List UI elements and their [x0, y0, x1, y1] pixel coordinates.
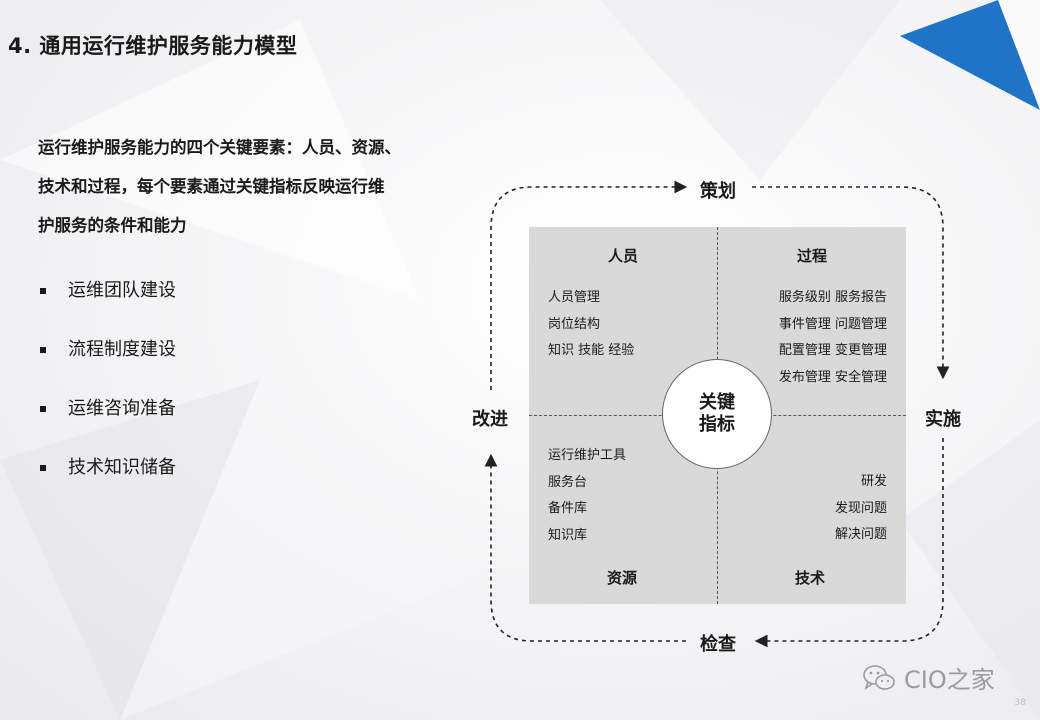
bullet-item: 技术知识储备: [38, 451, 176, 510]
intro-text: 运行维护服务能力的四个关键要素：人员、资源、 技术和过程，每个要素通过关键指标反…: [38, 128, 468, 245]
bullet-item: 流程制度建设: [38, 333, 176, 392]
quadrant-technology-title: 技术: [795, 569, 826, 587]
phase-improve-label: 改进: [472, 409, 508, 430]
bullet-item: 运维咨询准备: [38, 392, 176, 451]
center-label-line: 关键: [699, 392, 735, 413]
list-item: 服务级别 服务报告: [778, 290, 887, 305]
quadrant-process-items: 服务级别 服务报告 事件管理 问题管理 配置管理 变更管理 发布管理 安全管理: [779, 285, 887, 391]
phase-check-label: 检查: [700, 634, 736, 655]
list-item: 发现问题: [834, 500, 887, 516]
key-indicators-circle: 关键 指标: [662, 359, 772, 469]
bullet-list: 运维团队建设 流程制度建设 运维咨询准备 技术知识储备: [38, 274, 176, 510]
list-item: 知识库: [548, 527, 588, 543]
center-label-line: 指标: [699, 414, 735, 435]
list-item: 事件管理 问题管理: [778, 316, 887, 332]
quadrant-process-title: 过程: [797, 247, 828, 265]
square-bullet-icon: [40, 406, 46, 412]
list-item: 服务台: [548, 474, 588, 490]
quadrant-resources-title: 资源: [607, 569, 638, 587]
intro-line: 护服务的条件和能力: [38, 216, 187, 235]
list-item: 解决问题: [834, 527, 887, 542]
list-item: 人员管理: [548, 290, 601, 305]
arrow-do-to-check: [754, 438, 944, 648]
square-bullet-icon: [40, 347, 46, 353]
list-item: 知识 技能 经验: [548, 343, 635, 358]
list-item: 岗位结构: [548, 316, 601, 332]
list-item: 备件库: [548, 501, 588, 516]
arrow-improve-to-plan: [490, 180, 688, 390]
watermark: CIO之家: [862, 660, 995, 695]
phase-plan-label: 策划: [700, 181, 736, 202]
watermark-text: CIO之家: [904, 666, 995, 694]
square-bullet-icon: [40, 288, 46, 294]
quadrant-technology-items: 研发 发现问题 解决问题: [835, 469, 887, 549]
corner-triangle-decoration: [900, 0, 1040, 110]
square-bullet-icon: [40, 465, 46, 471]
intro-line: 技术和过程，每个要素通过关键指标反映运行维: [38, 177, 385, 196]
quadrant-people-title: 人员: [608, 247, 639, 265]
quadrant-resources-items: 运行维护工具 服务台 备件库 知识库: [548, 443, 626, 549]
wechat-icon: [863, 664, 895, 690]
list-item: 配置管理 变更管理: [778, 343, 887, 358]
page-title: 4. 通用运行维护服务能力模型: [8, 34, 298, 58]
intro-line: 运行维护服务能力的四个关键要素：人员、资源、: [38, 138, 401, 157]
quadrant-people-items: 人员管理 岗位结构 知识 技能 经验: [548, 285, 634, 365]
bullet-item: 运维团队建设: [38, 274, 176, 333]
page-number: 38: [1014, 698, 1026, 708]
list-item: 发布管理 安全管理: [778, 369, 887, 385]
list-item: 研发: [860, 474, 887, 489]
arrow-check-to-improve: [484, 453, 686, 642]
list-item: 运行维护工具: [548, 448, 627, 463]
phase-do-label: 实施: [925, 409, 961, 430]
